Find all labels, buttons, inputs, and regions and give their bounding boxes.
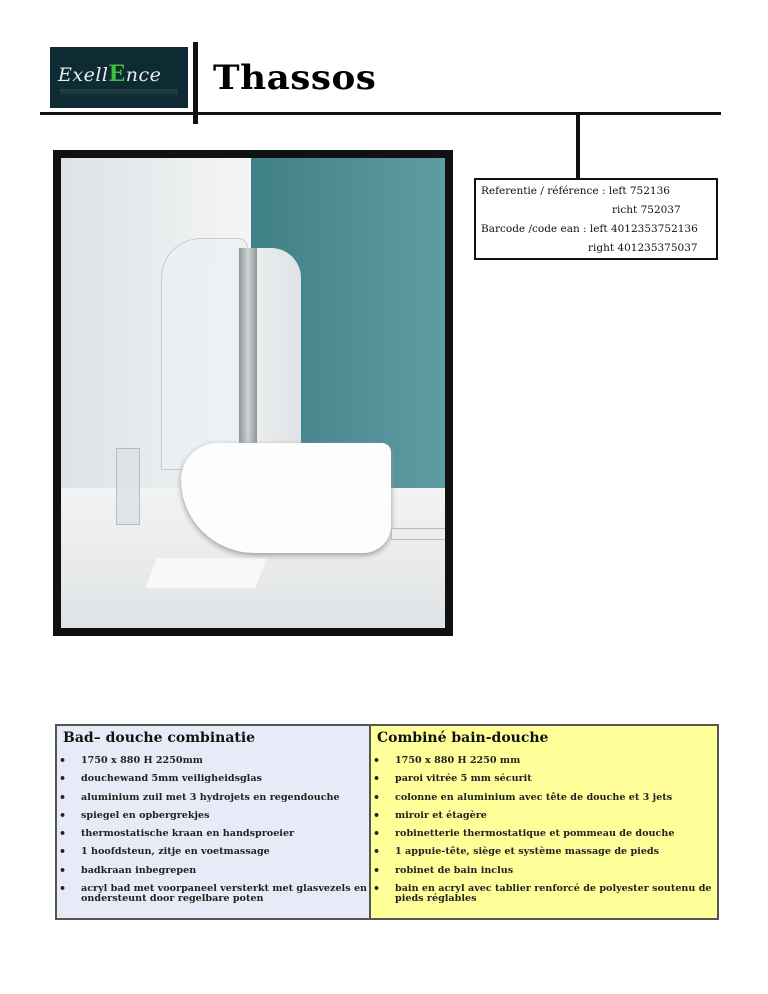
barcode-line: Barcode /code ean : left 4012353752136 [481,223,698,235]
logo-accent-letter: E [108,61,126,87]
spec-item: thermostatische kraan en handsproeier [57,829,369,840]
spec-item: colonne en aluminium avec tête de douche… [371,792,717,803]
spec-item: aluminium zuil met 3 hydrojets en regend… [57,792,369,803]
header-rule [40,112,721,115]
header-divider-vertical [193,42,198,124]
logo-text: Exell [58,64,109,86]
spec-item: 1 appuie-tête, siège et système massage … [371,847,717,858]
specs-french: Combiné bain-douche 1750 x 880 H 2250 mm… [371,726,717,918]
product-photo [53,150,453,636]
reference-connector [576,113,580,179]
specs-heading-fr: Combiné bain-douche [377,730,549,746]
specs-heading-nl: Bad– douche combinatie [63,730,256,746]
spec-item: robinet de bain inclus [371,865,717,876]
spec-item: 1750 x 880 H 2250mm [57,756,369,767]
reference-line: Referentie / référence : left 752136 [481,185,670,197]
reference-line: richt 752037 [612,204,681,216]
reference-box: Referentie / référence : left 752136 ric… [474,178,718,260]
spec-item: robinetterie thermostatique et pommeau d… [371,829,717,840]
spec-item: spiegel en opbergrekjes [57,810,369,821]
specs-dutch: Bad– douche combinatie 1750 x 880 H 2250… [57,726,371,918]
spec-item: 1750 x 880 H 2250 mm [371,756,717,767]
logo-reflection [60,89,178,97]
product-title: Thassos [213,58,377,98]
barcode-line: right 401235375037 [588,242,698,254]
spec-item: 1 hoofdsteun, zitje en voetmassage [57,847,369,858]
spec-item: paroi vitrée 5 mm sécurit [371,774,717,785]
logo-text-end: nce [125,64,162,86]
spec-item: bain en acryl avec tablier renforcé de p… [371,884,717,904]
spec-item: acryl bad met voorpaneel versterkt met g… [57,884,369,904]
specs-table: Bad– douche combinatie 1750 x 880 H 2250… [55,724,719,920]
spec-item: miroir et étagère [371,810,717,821]
spec-item: badkraan inbegrepen [57,865,369,876]
brand-logo: ExellEnce [50,47,188,108]
spec-item: douchewand 5mm veiligheidsglas [57,774,369,785]
